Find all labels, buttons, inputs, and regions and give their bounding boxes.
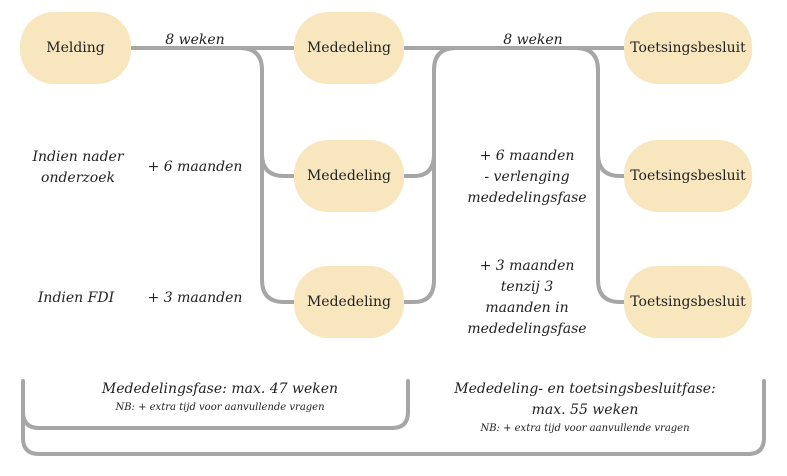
- node-mededeling-mid: Mededeling: [294, 140, 404, 212]
- duration-tenzij-line4: mededelingsfase: [467, 321, 587, 337]
- duration-mededeling-toetsing: 8 weken: [503, 32, 563, 48]
- duration-tenzij-line2: tenzij 3: [500, 279, 554, 295]
- duration-tenzij-line3: maanden in: [485, 300, 569, 316]
- duration-verlenging-line1: + 6 maanden: [479, 148, 575, 164]
- duration-tenzij-line1: + 3 maanden: [479, 258, 575, 274]
- node-mededeling-bottom: Mededeling: [294, 266, 404, 338]
- bracket-totaal: [21, 379, 766, 456]
- node-toetsingsbesluit-mid: Toetsingsbesluit: [624, 140, 752, 212]
- phase-toetsingsfase: Mededeling- en toetsingsbesluitfase: max…: [430, 379, 740, 437]
- node-mededeling-top: Mededeling: [294, 12, 404, 84]
- connector-join-bottom: [402, 152, 436, 304]
- phase-mededelingsfase: Mededelingsfase: max. 47 weken NB: + ext…: [60, 379, 380, 416]
- duration-fdi: + 3 maanden: [147, 290, 243, 306]
- duration-verlenging-line2: - verlenging: [484, 169, 570, 185]
- condition-nader-onderzoek-line1: Indien nader: [32, 149, 124, 165]
- duration-tenzij: + 3 maanden tenzij 3 maanden in mededeli…: [456, 256, 598, 340]
- phase-toetsingsfase-title-line2: max. 55 weken: [531, 402, 639, 418]
- duration-verlenging-line3: mededelingsfase: [467, 190, 587, 206]
- condition-nader-onderzoek-line2: onderzoek: [41, 170, 115, 186]
- phase-toetsingsfase-title-line1: Mededeling- en toetsingsbesluitfase:: [454, 381, 716, 397]
- connector-join-mid: [402, 46, 458, 178]
- duration-nader-onderzoek: + 6 maanden: [147, 159, 243, 175]
- connector-branch-toetsing-bottom: [596, 152, 626, 304]
- connector-branch-fdi: [260, 152, 296, 304]
- phase-mededelingsfase-note: NB: + extra tijd voor aanvullende vragen: [115, 402, 325, 413]
- node-toetsingsbesluit-bottom: Toetsingsbesluit: [624, 266, 752, 338]
- condition-nader-onderzoek: Indien nader onderzoek: [14, 147, 142, 189]
- condition-fdi: Indien FDI: [37, 290, 115, 306]
- duration-verlenging: + 6 maanden - verlenging mededelingsfase: [456, 146, 598, 209]
- node-melding: Melding: [20, 12, 131, 84]
- phase-mededelingsfase-title: Mededelingsfase: max. 47 weken: [101, 381, 339, 397]
- node-toetsingsbesluit-top: Toetsingsbesluit: [624, 12, 752, 84]
- phase-toetsingsfase-note: NB: + extra tijd voor aanvullende vragen: [480, 423, 690, 434]
- duration-melding-mededeling: 8 weken: [165, 32, 225, 48]
